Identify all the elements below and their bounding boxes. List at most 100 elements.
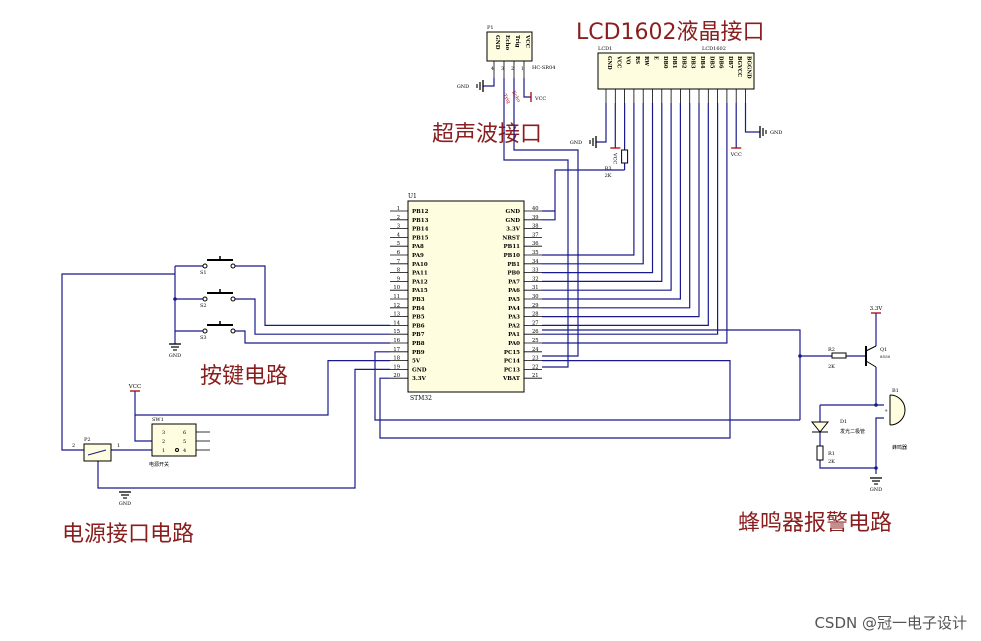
power-vcc-label: VCC [128,384,141,390]
b1-ref: B1 [892,388,899,394]
p1-ref: P1 [487,25,494,31]
lcd-vcc-label: VCC [611,152,617,164]
r2-value: 2K [828,364,835,370]
u1-pin-name: PB6 [412,323,425,329]
u1-pin-name: PA6 [508,288,520,294]
q1-emitter-line [865,345,877,352]
u1-pin-name: 3.3V [506,227,521,233]
wire-lcd-bggnd [744,103,760,133]
p1-pin-name: Echo [504,35,510,51]
u1-pin-name: PB8 [412,341,425,347]
q1-collector-line [865,360,877,368]
u1-pin-number: 33 [532,268,539,274]
junction-dot [874,466,878,470]
u1-pin-number: 12 [393,303,400,309]
sw1-pin-number: 1 [162,448,165,454]
r1-ref: R1 [828,451,835,457]
key-circuit-title: 按键电路 [200,364,289,389]
u1-pin-number: 1 [397,206,400,212]
sw1-pin-number: 2 [162,439,165,445]
u1-pin-number: 36 [532,241,539,247]
u1-pin-name: PB14 [412,227,429,233]
u1-pin-number: 22 [532,364,539,370]
u1-pin-name: PA5 [508,297,520,303]
echo-net-label: Echo [510,90,521,104]
u1-pin-name: PA2 [508,323,520,329]
u1-pin-number: 32 [532,276,539,282]
u1-pin-name: PA0 [508,341,520,347]
u1-pin-number: 11 [393,294,400,300]
wire-q1-buzzer [875,367,884,406]
u1-pin-name: PA8 [412,244,424,250]
wire-lcd-data [542,103,691,309]
lcd-pin-name: VCC [615,55,621,68]
u1-pin-name: PA11 [412,271,428,277]
u1-pin-name: PA9 [412,253,424,259]
lcd-pin-name: DB5 [708,56,714,69]
u1-pin-number: 14 [393,320,400,326]
u1-pin-number: 4 [397,232,401,238]
p1-body [486,31,533,62]
switch-contact [230,328,236,334]
u1-pin-number: 2 [397,215,400,221]
u1-pin-number: 9 [397,276,400,282]
u1-pin-name: PB11 [504,244,521,250]
wire-power-gnd [97,368,390,489]
buzzer-gnd-label: GND [870,487,882,493]
lcd-pin-name: VO [625,55,631,65]
u1-pin-name: GND [506,218,521,224]
lcd-pin-name: DB1 [671,56,677,69]
u1-pin-name: PB3 [412,297,425,303]
q1-ref: Q1 [880,347,887,353]
u1-pin-name: PA12 [412,279,428,285]
wire-s3 [235,330,390,344]
wire-echo [503,78,569,368]
sw1-pin-number: 3 [162,430,165,436]
u1-pin-number: 5 [397,241,400,247]
wire-lcd-data [542,103,663,282]
lcd-body [597,52,755,90]
wire-s1 [235,265,390,326]
u1-pin-name: PA1 [508,332,520,338]
u1-pin-name: PA4 [508,306,520,312]
wire-r1-gnd [819,460,876,469]
switch-contact [202,263,208,269]
junction-dot [173,297,177,301]
u1-pin-name: PB10 [504,253,521,259]
u1-pin-number: 13 [393,312,400,318]
r3-ref: R3 [605,166,612,172]
u1-ref: U1 [408,193,417,200]
wire-trig [513,78,579,357]
p2-pin-1: 1 [117,443,120,449]
u1-pin-name: PA10 [412,262,428,268]
u1-pin-number: 40 [532,206,539,212]
u1-pin-number: 8 [397,268,400,274]
u1-pin-number: 23 [532,356,539,362]
u1-pin-number: 21 [532,373,539,379]
r1-value: 2K [828,459,835,465]
q1-part: 8550 [880,354,891,359]
u1-pin-name: PB5 [412,315,425,321]
sw1-pin-number: 6 [183,430,186,436]
sw1-pin-number: 5 [183,439,186,445]
u1-pin-name: VBAT [502,376,521,382]
u1-pin-name: PB0 [507,271,520,277]
u1-pin-number: 17 [393,347,400,353]
sw1-ref: SW1 [152,417,164,423]
u1-pin-name: PC15 [504,350,520,356]
p1-pin-name: Trig [514,35,520,48]
wires [61,78,884,489]
wire-5v [135,360,390,416]
lcd-ref: LCD1 [598,46,612,52]
u1-pin-number: 6 [397,250,400,256]
u1-pin-name: PB1 [507,262,520,268]
lcd-pin-name: DB3 [690,56,696,69]
r2-ref: R2 [828,347,835,353]
p1-pin-name: GND [494,35,500,50]
u1-pin-name: PB7 [412,332,425,338]
buzzer-circuit-title: 蜂鸣器报警电路 [738,511,893,536]
sw1-pin-number: 4 [183,448,186,454]
u1-pin-number: 18 [393,356,400,362]
u1-pin-name: PC13 [504,367,520,373]
wire-lcd-data [542,103,728,344]
